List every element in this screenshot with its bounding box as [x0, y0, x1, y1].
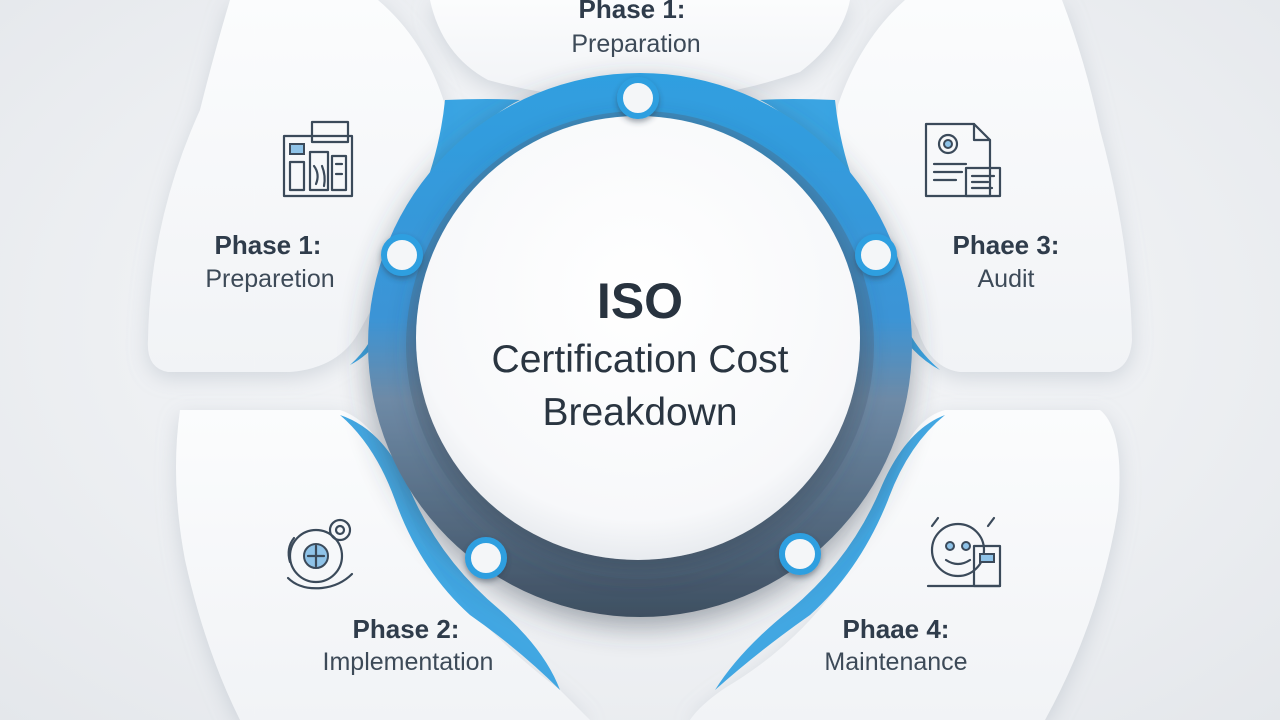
- ring-nodes: [381, 77, 897, 579]
- phase-upper-left-title: Phase 1:: [215, 230, 322, 260]
- ring-node-bottom-left[interactable]: [465, 537, 507, 579]
- ring-node-left[interactable]: [381, 234, 423, 276]
- center-disc: [416, 116, 860, 560]
- robot-device-icon: [926, 516, 1002, 588]
- ring-node-bottom-right[interactable]: [779, 533, 821, 575]
- swoosh-bottom-right: [715, 415, 945, 690]
- center-title: ISO: [597, 273, 683, 329]
- center-subtitle-line1: Certification Cost: [492, 338, 789, 381]
- phase-cards: [147, 0, 1132, 720]
- phase-lower-left-title: Phase 2:: [353, 614, 460, 644]
- phase-upper-left-subtitle: Preparetion: [205, 265, 334, 293]
- phase-card-top: [430, 0, 850, 100]
- phase-lower-left-subtitle: Implementation: [323, 648, 494, 676]
- phase-lower-right-subtitle: Maintenance: [824, 648, 967, 676]
- phase-card-upper-left: [147, 0, 446, 372]
- phase-card-lower-right: [690, 410, 1120, 720]
- phase-card-lower-left: [176, 410, 590, 720]
- settings-hand-icon: [286, 518, 354, 590]
- phase-upper-right-title: Phaee 3:: [953, 230, 1060, 260]
- swoosh-bottom-left: [340, 415, 560, 690]
- document-icon: [924, 122, 1002, 198]
- center-subtitle-line2: Breakdown: [542, 391, 737, 434]
- phase-top-title: Phase 1:: [579, 0, 686, 24]
- ring-node-right[interactable]: [855, 234, 897, 276]
- phase-top-subtitle: Preparation: [571, 30, 700, 58]
- phase-upper-right-subtitle: Audit: [978, 265, 1035, 293]
- phase-card-upper-right: [837, 0, 1132, 372]
- factory-icon: [282, 120, 354, 198]
- phase-lower-right-title: Phaae 4:: [843, 614, 950, 644]
- ring-node-top[interactable]: [617, 77, 659, 119]
